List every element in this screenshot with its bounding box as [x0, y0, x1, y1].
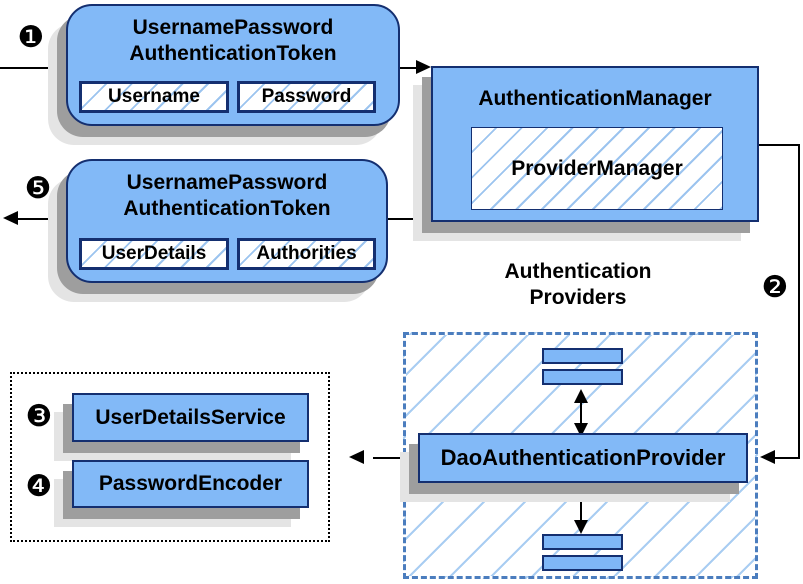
result-token-box: UsernamePassword AuthenticationToken Use… — [66, 159, 388, 283]
result-token-title-line1: UsernamePassword — [126, 171, 328, 194]
provider-placeholder-rect — [542, 369, 623, 385]
manager-to-provider-line-vertical — [798, 144, 800, 459]
step-3-badge: ❸ — [25, 399, 53, 434]
userdetails-field: UserDetails — [79, 238, 229, 270]
providers-group-title-line1: Authentication — [504, 260, 652, 283]
provider-placeholder-rect — [542, 348, 623, 364]
username-field: Username — [79, 81, 229, 113]
provider-manager-box: ProviderManager — [471, 127, 723, 210]
step-1-badge: ❶ — [17, 20, 45, 55]
provider-placeholder-rect — [542, 534, 623, 550]
provider-to-services-line — [373, 457, 418, 459]
services-group-box — [10, 372, 330, 542]
providers-group-title: Authentication Providers — [468, 259, 688, 311]
providers-group-title-line2: Providers — [529, 286, 627, 309]
arrow-left-icon — [3, 211, 18, 225]
result-token-title: UsernamePassword AuthenticationToken — [68, 170, 386, 222]
request-token-title-line1: UsernamePassword — [132, 16, 334, 39]
request-token-title-line2: AuthenticationToken — [129, 42, 337, 65]
arrow-left-icon — [760, 450, 775, 464]
user-details-service-box: UserDetailsService — [72, 393, 309, 442]
provider-placeholder-rect — [542, 555, 623, 571]
authentication-manager-box: AuthenticationManager ProviderManager — [431, 66, 759, 222]
arrow-down-icon — [574, 520, 588, 534]
manager-to-provider-line-top — [759, 144, 800, 146]
request-token-title: UsernamePassword AuthenticationToken — [68, 15, 398, 67]
result-token-title-line2: AuthenticationToken — [123, 197, 331, 220]
arrow-left-icon — [349, 450, 364, 464]
provider-link-line — [580, 497, 582, 523]
manager-to-provider-line-bottom — [774, 457, 800, 459]
arrow-up-icon — [574, 389, 588, 403]
step-2-badge: ❷ — [761, 270, 789, 305]
authentication-manager-title: AuthenticationManager — [478, 87, 712, 110]
password-field: Password — [237, 81, 376, 113]
arrow-right-icon — [416, 60, 431, 74]
step-4-badge: ❹ — [25, 469, 53, 504]
dao-authentication-provider-box: DaoAuthenticationProvider — [418, 433, 748, 483]
arrow-up-icon — [574, 486, 588, 500]
request-token-box: UsernamePassword AuthenticationToken Use… — [66, 4, 400, 126]
authorities-field: Authorities — [237, 238, 376, 270]
step-5-badge: ❺ — [24, 171, 52, 206]
password-encoder-box: PasswordEncoder — [72, 460, 309, 508]
provider-link-line — [580, 400, 582, 426]
